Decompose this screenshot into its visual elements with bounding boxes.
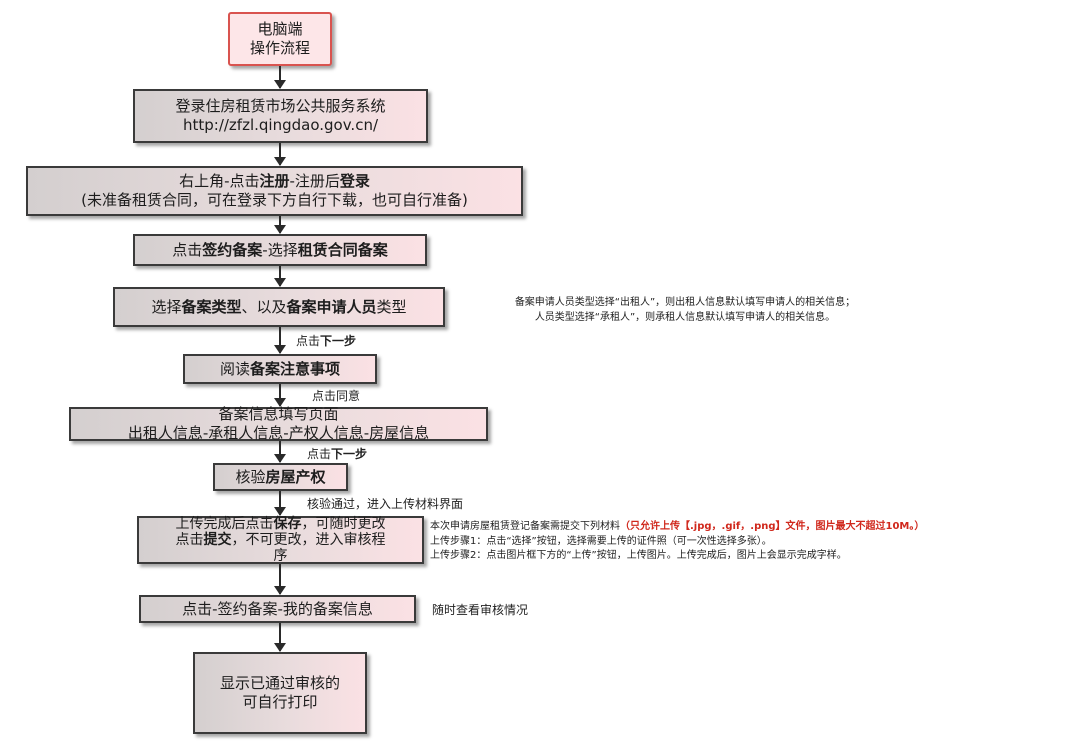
step6-line2: 出租人信息-承租人信息-产权人信息-房屋信息 xyxy=(127,424,430,442)
step1-line1: 登录住房租赁市场公共服务系统 xyxy=(175,97,386,116)
step-fill-info: 备案信息填写页面 出租人信息-承租人信息-产权人信息-房屋信息 xyxy=(69,405,488,442)
step4-note-line1: 备案申请人员类型选择“出租人”，则出租人信息默认填写申请人的相关信息； xyxy=(514,297,856,308)
label-verified: 核验通过，进入上传材料界面 xyxy=(307,497,464,511)
step9-text: 点击-签约备案-我的备案信息 xyxy=(182,599,373,618)
arrow-5 xyxy=(274,327,286,354)
label-check-status: 随时查看审核情况 xyxy=(432,603,529,617)
arrow-3 xyxy=(274,216,286,234)
step8-line2: 点击提交，不可更改，进入审核程 xyxy=(175,531,386,548)
step-register-login: 右上角-点击注册-注册后登录 (未准备租赁合同，可在登录下方自行下载，也可自行准… xyxy=(26,166,523,216)
step-sign-filing: 点击签约备案-选择租赁合同备案 xyxy=(133,234,427,266)
upload-format-warning: （只允许上传【.jpg，.gif，.png】文件，图片最大不超过10M。） xyxy=(620,521,925,532)
step-verify-property: 核验房屋产权 xyxy=(213,463,348,491)
step10-line1: 显示已通过审核的 xyxy=(219,674,340,693)
step3-text: 点击签约备案-选择租赁合同备案 xyxy=(172,240,388,259)
step2-line2: (未准备租赁合同，可在登录下方自行下载，也可自行准备) xyxy=(81,191,468,209)
step4-note: 备案申请人员类型选择“出租人”，则出租人信息默认填写申请人的相关信息； 人员类型… xyxy=(450,296,920,325)
start-line1: 电脑端 xyxy=(257,20,303,39)
step8-line3: 序 xyxy=(273,548,288,565)
step-approved-print: 显示已通过审核的 可自行打印 xyxy=(193,652,367,734)
step8-line1: 上传完成后点击保存，可随时更改 xyxy=(175,515,386,532)
step2-line1: 右上角-点击注册-注册后登录 xyxy=(179,172,370,191)
label-agree: 点击同意 xyxy=(312,389,361,403)
step8-note-line1: 本次申请房屋租赁登记备案需提交下列材料（只允许上传【.jpg，.gif，.png… xyxy=(430,521,925,532)
step7-text: 核验房屋产权 xyxy=(235,467,326,486)
label-next-step-1: 点击下一步 xyxy=(296,334,357,348)
arrow-8 xyxy=(274,491,286,516)
step6-line1: 备案信息填写页面 xyxy=(218,405,339,424)
step4-text: 选择备案类型、以及备案申请人员类型 xyxy=(151,297,407,316)
step-login-system: 登录住房租赁市场公共服务系统 http://zfzl.qingdao.gov.c… xyxy=(133,89,428,143)
start-line2: 操作流程 xyxy=(249,39,310,57)
step5-text: 阅读备案注意事项 xyxy=(219,359,341,378)
step-my-filing-info: 点击-签约备案-我的备案信息 xyxy=(139,595,416,623)
step10-line2: 可自行打印 xyxy=(242,693,318,711)
step8-note: 本次申请房屋租赁登记备案需提交下列材料（只允许上传【.jpg，.gif，.png… xyxy=(430,520,924,564)
arrow-10 xyxy=(274,623,286,652)
step1-url: http://zfzl.qingdao.gov.cn/ xyxy=(182,116,378,134)
label-next-step-2: 点击下一步 xyxy=(307,447,368,461)
arrow-7 xyxy=(274,441,286,463)
step-upload-submit: 上传完成后点击保存，可随时更改 点击提交，不可更改，进入审核程 序 xyxy=(137,516,424,564)
step8-note-line2: 上传步骤1：点击“选择”按钮，选择需要上传的证件照（可一次性选择多张）。 xyxy=(430,535,772,547)
arrow-2 xyxy=(274,143,286,166)
step4-note-line2: 人员类型选择“承租人”，则承租人信息默认填写申请人的相关信息。 xyxy=(534,311,836,323)
start-node: 电脑端 操作流程 xyxy=(228,12,332,66)
arrow-6 xyxy=(274,384,286,407)
step-select-type: 选择备案类型、以及备案申请人员类型 xyxy=(113,287,445,327)
arrow-9 xyxy=(274,564,286,595)
step-read-notice: 阅读备案注意事项 xyxy=(183,354,377,384)
arrow-1 xyxy=(274,66,286,89)
arrow-4 xyxy=(274,266,286,287)
step8-note-line3: 上传步骤2：点击图片框下方的“上传”按钮，上传图片。上传完成后，图片上会显示完成… xyxy=(430,550,847,561)
